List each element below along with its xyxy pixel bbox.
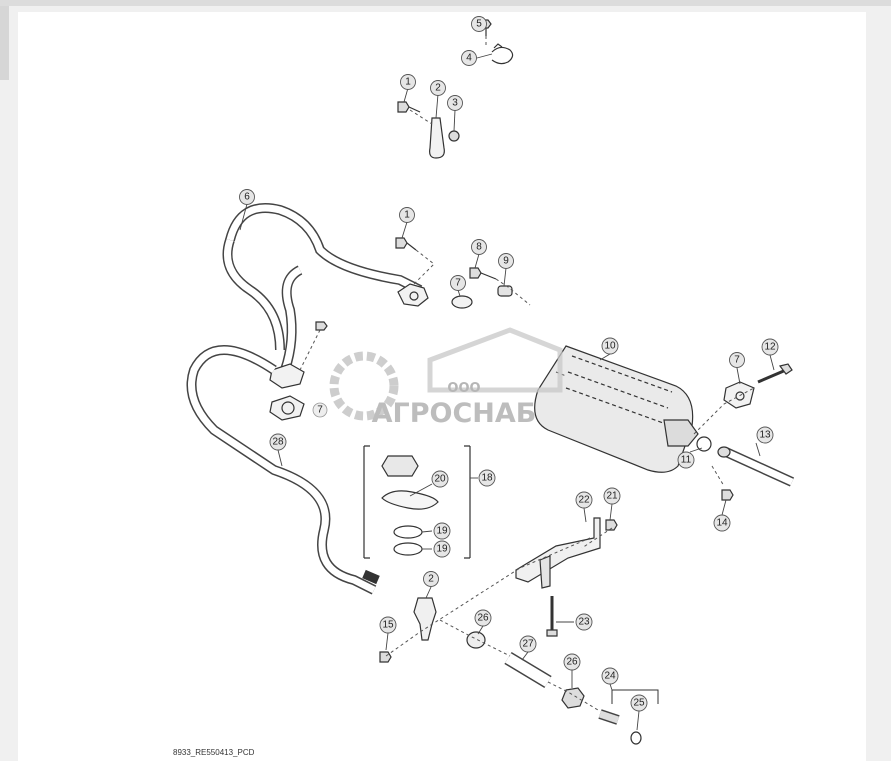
callout-22: 22	[575, 491, 593, 509]
gasket-part-7-upper	[451, 295, 473, 309]
callout-label: 11	[681, 455, 692, 466]
callout-14: 14	[713, 514, 731, 532]
callout-label: 18	[481, 473, 493, 484]
gasket-part-7-right	[723, 381, 755, 409]
callout-2: 2	[423, 571, 439, 587]
bolt-part-12	[757, 363, 793, 384]
nut-part-14	[721, 489, 734, 501]
callout-1: 1	[400, 74, 416, 90]
callout-23: 23	[575, 613, 593, 631]
callout-24: 24	[601, 667, 619, 685]
callout-27: 27	[519, 635, 537, 653]
callout-label: 7	[455, 278, 461, 289]
callout-7: 7	[450, 275, 466, 291]
callout-7: 7	[312, 402, 328, 418]
clamp-part-4	[491, 43, 514, 65]
callout-label: 22	[578, 495, 590, 506]
callout-13: 13	[756, 426, 774, 444]
leader-lines	[239, 23, 775, 731]
callout-26: 26	[563, 653, 581, 671]
callout-label: 28	[272, 437, 284, 448]
nut-part-21	[605, 519, 618, 531]
callout-label: 25	[633, 698, 645, 709]
pipe-part-6	[222, 203, 429, 421]
bolt-part-1-upper	[395, 237, 417, 251]
oring-part-25	[630, 731, 642, 745]
callout-label: 1	[404, 210, 410, 221]
clamp-part-26-left	[466, 631, 486, 649]
callout-label: 9	[503, 256, 509, 267]
assembly-lines	[299, 36, 755, 711]
callout-11: 11	[677, 451, 695, 469]
callout-label: 20	[434, 474, 446, 485]
callout-25: 25	[630, 694, 648, 712]
callout-label: 26	[477, 613, 489, 624]
clamp-part-2-lower	[413, 597, 437, 641]
cooler-part-10	[534, 345, 712, 473]
callout-3: 3	[447, 95, 463, 111]
callout-label: 13	[759, 430, 771, 441]
bolt-part-8	[469, 267, 497, 280]
callout-2: 2	[430, 80, 446, 96]
callout-label: 2	[428, 574, 434, 585]
callout-label: 24	[604, 671, 616, 682]
callout-label: 5	[476, 19, 482, 30]
callout-12: 12	[761, 338, 779, 356]
callout-28: 28	[269, 433, 287, 451]
callout-7: 7	[729, 352, 745, 368]
callout-label: 10	[604, 341, 616, 352]
watermark-large: АГРОСНАБ	[372, 398, 537, 429]
callout-9: 9	[498, 253, 514, 269]
nut-part-15	[379, 651, 392, 663]
callout-26: 26	[474, 609, 492, 627]
callout-label: 14	[716, 518, 728, 529]
bolt-part-23	[546, 596, 558, 637]
callout-label: 7	[734, 355, 740, 366]
callout-label: 19	[436, 526, 448, 537]
bushing-part-9	[497, 285, 513, 297]
callout-5: 5	[471, 16, 487, 32]
nut-part-26-right	[561, 687, 585, 709]
callout-8: 8	[471, 239, 487, 255]
callout-label: 27	[522, 639, 534, 650]
watermark-small: ООО	[447, 381, 480, 396]
callout-label: 15	[382, 620, 394, 631]
callout-label: 21	[606, 491, 618, 502]
bracket-part-2	[397, 101, 460, 159]
bracket-part-22	[515, 517, 601, 589]
callout-label: 4	[466, 53, 472, 64]
callout-19: 19	[433, 540, 451, 558]
drawing-reference: 8933_RE550413_PCD	[173, 748, 255, 757]
callout-label: 6	[244, 192, 250, 203]
callout-label: 3	[452, 98, 458, 109]
callout-20: 20	[431, 470, 449, 488]
callout-label: 2	[435, 83, 441, 94]
pipe-part-13	[717, 446, 795, 487]
callout-18: 18	[478, 469, 496, 487]
hose-part-27	[504, 651, 552, 689]
watermark-logo: ООО АГРОСНАБ	[329, 327, 563, 429]
callout-6: 6	[239, 189, 255, 205]
left-strip	[0, 6, 9, 80]
parts-drawing	[186, 19, 795, 745]
callouts: 5 4 1 2 3 6 1 8 9 7 10 7 12 11 13 14 28 …	[239, 16, 779, 712]
pipe-part-28	[186, 345, 380, 595]
callout-label: 8	[476, 242, 482, 253]
callout-label: 23	[578, 617, 590, 628]
detail-box-18	[363, 445, 471, 559]
callout-label: 19	[436, 544, 448, 555]
callout-19: 19	[433, 522, 451, 540]
callout-15: 15	[379, 616, 397, 634]
callout-label: 7	[317, 405, 323, 416]
top-bar	[0, 0, 891, 6]
callout-4: 4	[461, 50, 477, 66]
callout-1: 1	[399, 207, 415, 223]
callout-label: 26	[566, 657, 578, 668]
callout-10: 10	[601, 337, 619, 355]
callout-label: 12	[764, 342, 776, 353]
fitting-part-24	[598, 709, 620, 725]
callout-label: 1	[405, 77, 411, 88]
callout-21: 21	[603, 487, 621, 505]
